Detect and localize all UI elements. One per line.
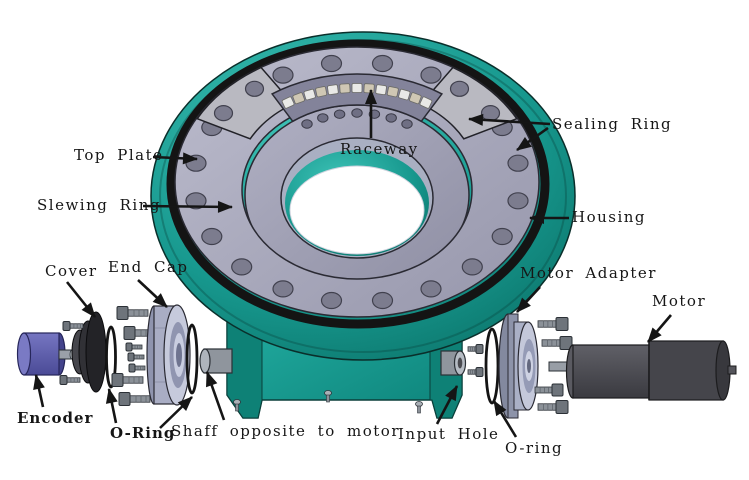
label-o-ring-motor-side: O-ring xyxy=(505,439,564,457)
base-screws xyxy=(233,390,423,414)
leader-top-plate xyxy=(152,152,198,165)
mounting-screws-left xyxy=(59,306,156,406)
label-shaft-opposite-to-motor: Shaff opposite to motor xyxy=(171,422,400,440)
mounting-screws-right xyxy=(467,317,573,414)
slewing-ring-holes xyxy=(301,108,413,129)
label-slewing-ring: Slewing Ring xyxy=(37,196,161,214)
o-ring-motor-side xyxy=(484,327,500,405)
leader-cover xyxy=(65,281,97,318)
motor-adapter xyxy=(498,313,539,419)
motor xyxy=(548,340,737,401)
leader-o-ring-front-1 xyxy=(105,388,118,424)
label-raceway: Raceway xyxy=(340,140,419,158)
leader-input-hole xyxy=(435,385,459,425)
leader-shaft xyxy=(205,371,226,421)
label-motor: Motor xyxy=(652,292,707,310)
sealing-ring-segment-left xyxy=(196,66,295,140)
label-cover: Cover xyxy=(45,262,98,280)
leader-encoder xyxy=(33,374,45,408)
leader-o-ring-motor xyxy=(492,400,518,438)
leader-end-cap xyxy=(137,279,168,308)
shaft-boss xyxy=(199,348,233,374)
leader-o-ring-front-2 xyxy=(159,396,193,429)
label-o-ring-front: O-Ring xyxy=(110,424,176,442)
encoder xyxy=(16,332,75,376)
leader-arrows xyxy=(33,89,672,438)
label-top-plate: Top Plate xyxy=(74,146,164,164)
leader-motor-adapter xyxy=(516,286,541,313)
label-housing: Housing xyxy=(572,208,647,226)
label-sealing-ring: Sealing Ring xyxy=(552,115,673,133)
label-end-cap: End Cap xyxy=(108,258,189,276)
leader-sealing-ring-1 xyxy=(468,113,551,126)
o-ring-end-cap xyxy=(185,323,199,395)
label-input-hole: Input Hole xyxy=(398,425,500,443)
raceway-rollers xyxy=(281,83,433,109)
o-ring-front xyxy=(105,325,117,389)
label-encoder: Encoder xyxy=(17,409,94,427)
cover xyxy=(71,311,107,393)
input-hole-boss xyxy=(440,350,467,376)
leader-motor xyxy=(647,314,672,343)
leader-slewing-ring xyxy=(142,200,233,213)
raceway-band xyxy=(270,73,444,123)
end-cap xyxy=(146,304,191,406)
center-bore xyxy=(280,137,434,259)
label-motor-adapter: Motor Adapter xyxy=(520,264,657,282)
sealing-ring-outer xyxy=(166,39,550,329)
leader-sealing-ring-2 xyxy=(516,126,549,152)
